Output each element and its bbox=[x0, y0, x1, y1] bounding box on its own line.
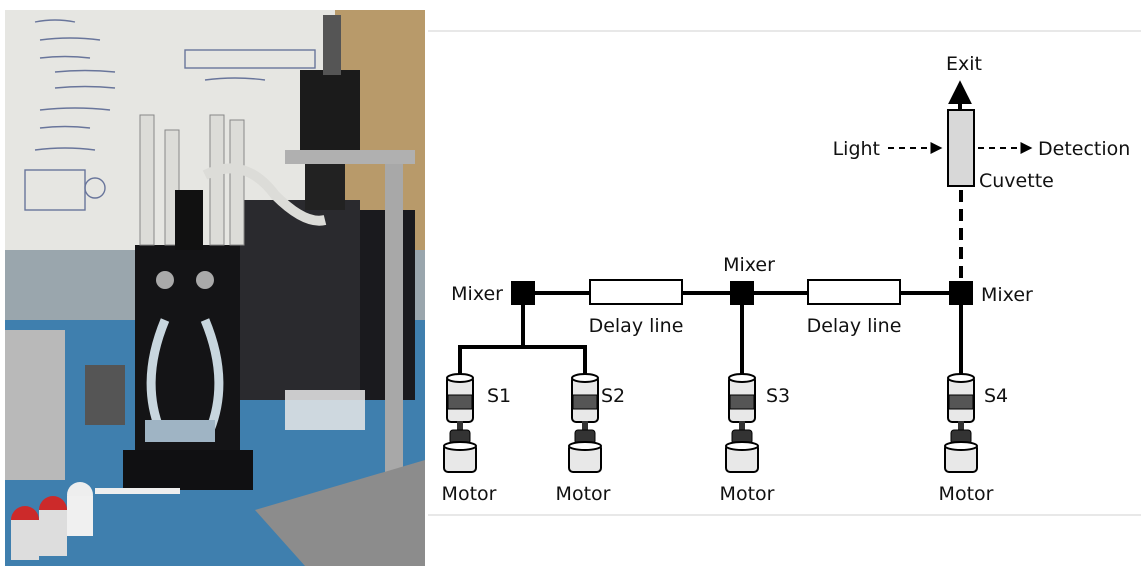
mixer-2 bbox=[730, 281, 754, 305]
syringe-s1-label: S1 bbox=[487, 385, 511, 407]
mixer-1-label: Mixer bbox=[451, 283, 503, 305]
stopped-flow-diagram: Exit Cuvette Light Detection Delay line … bbox=[428, 30, 1141, 516]
motor-4-label: Motor bbox=[939, 483, 994, 505]
syringe-motor-unit-2 bbox=[568, 373, 602, 473]
light-label: Light bbox=[833, 138, 880, 160]
mixer-3 bbox=[949, 281, 973, 305]
syringe-motor-unit-4 bbox=[944, 373, 978, 473]
syringe-motor-unit-3 bbox=[725, 373, 759, 473]
apparatus-photo bbox=[5, 10, 425, 566]
delay-line-2-label: Delay line bbox=[807, 315, 902, 337]
exit-label: Exit bbox=[946, 53, 982, 75]
delay-line-1-label: Delay line bbox=[589, 315, 684, 337]
syringe-plunger bbox=[729, 394, 755, 410]
motor-3-label: Motor bbox=[720, 483, 775, 505]
detection-label: Detection bbox=[1038, 138, 1130, 160]
syringe-s2-label: S2 bbox=[601, 385, 625, 407]
mixer-1 bbox=[511, 281, 535, 305]
lamp-housing bbox=[300, 70, 360, 150]
delay-line-2 bbox=[807, 279, 901, 305]
mixer-1-branches bbox=[458, 305, 587, 375]
delay-line-1 bbox=[589, 279, 683, 305]
mixer-2-label: Mixer bbox=[723, 254, 775, 276]
syringe-plunger bbox=[447, 394, 473, 410]
motor-1-label: Motor bbox=[442, 483, 497, 505]
syringe-s4-label: S4 bbox=[984, 385, 1008, 407]
syringe-plunger bbox=[572, 394, 598, 410]
cuvette bbox=[947, 109, 975, 187]
motor-2-label: Motor bbox=[556, 483, 611, 505]
syringe-plunger bbox=[948, 394, 974, 410]
cuvette-label: Cuvette bbox=[979, 170, 1054, 192]
syringe-motor-unit-1 bbox=[443, 373, 477, 473]
syringe-s3-label: S3 bbox=[766, 385, 790, 407]
mixer-3-label: Mixer bbox=[981, 284, 1033, 306]
